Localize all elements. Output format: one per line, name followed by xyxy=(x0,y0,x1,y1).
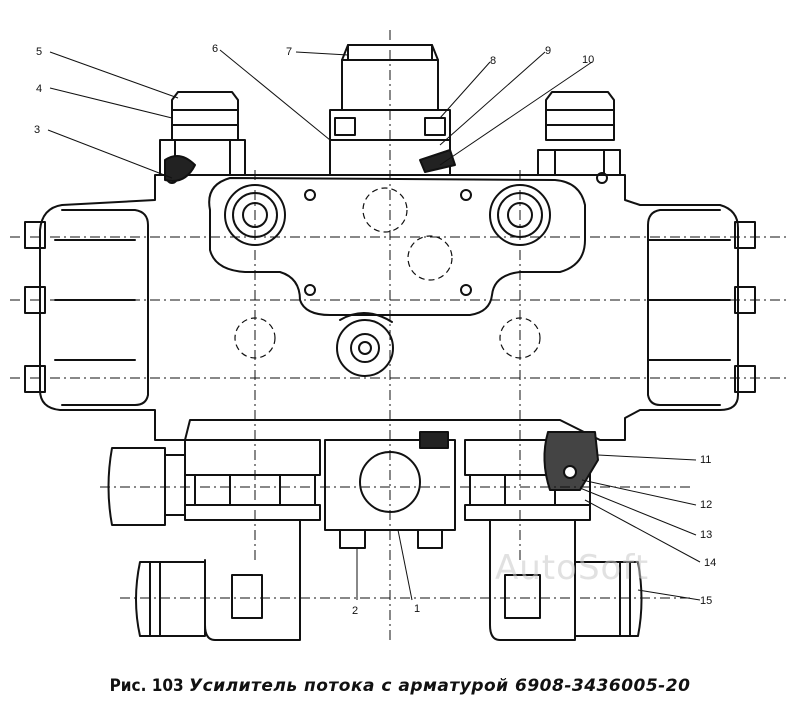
callout-7: 7 xyxy=(286,46,292,58)
callout-9: 9 xyxy=(545,45,551,57)
top-right-fitting xyxy=(545,91,615,141)
valve-body-outline xyxy=(39,174,739,441)
bottom-left-block xyxy=(184,439,321,476)
callout-2: 2 xyxy=(352,605,358,617)
figure-title: Усилитель потока с арматурой 6908-343600… xyxy=(189,676,691,696)
callout-14: 14 xyxy=(704,557,716,569)
figure-caption: Рис. 103 Усилитель потока с арматурой 69… xyxy=(0,676,800,696)
watermark: AutoSoft xyxy=(495,548,650,588)
callout-12: 12 xyxy=(700,499,712,511)
callout-3: 3 xyxy=(34,124,40,136)
seal-detail-11 xyxy=(543,431,599,491)
left-elbow-nut xyxy=(135,561,206,637)
callout-10: 10 xyxy=(582,54,594,66)
callout-5: 5 xyxy=(36,46,42,58)
right-cover xyxy=(647,209,721,406)
callout-13: 13 xyxy=(700,529,712,541)
left-cover xyxy=(61,209,149,406)
center-plate xyxy=(208,177,586,316)
callout-8: 8 xyxy=(490,55,496,67)
callout-15: 15 xyxy=(700,595,712,607)
callout-11: 11 xyxy=(700,454,711,466)
callout-4: 4 xyxy=(36,83,42,95)
bottom-left-elbow xyxy=(204,519,301,641)
top-left-fitting xyxy=(171,91,239,141)
bottom-right-elbow xyxy=(489,519,576,641)
bottom-center-block xyxy=(324,439,456,531)
left-plugs xyxy=(24,221,46,393)
bottom-left-horizontal-fitting xyxy=(107,447,166,526)
figure-label: Рис. 103 xyxy=(109,676,184,696)
callout-1: 1 xyxy=(414,603,420,615)
callout-6: 6 xyxy=(212,43,218,55)
right-elbow-nut xyxy=(574,561,643,637)
